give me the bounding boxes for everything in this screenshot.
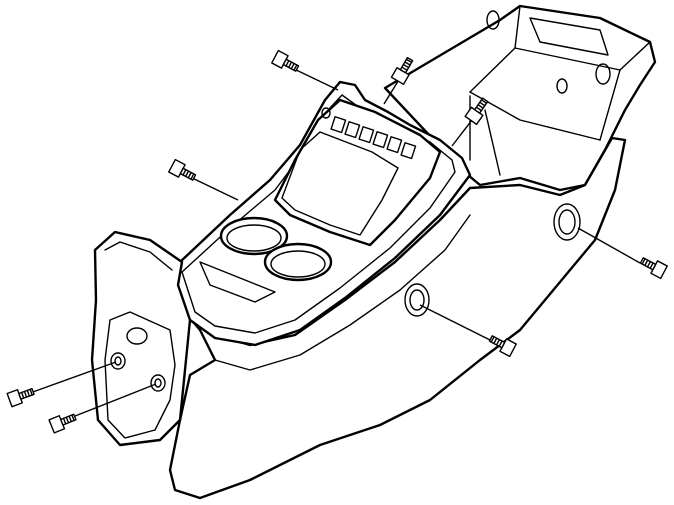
bolt-top-center xyxy=(390,56,414,85)
bolt-bracket-upper xyxy=(6,388,35,408)
control-panel xyxy=(273,98,442,247)
bolt-left-upper xyxy=(168,158,197,181)
rear-storage-bin xyxy=(383,4,657,192)
front-bracket xyxy=(90,230,192,447)
cupholder-right xyxy=(263,242,333,282)
switch-bank xyxy=(321,107,417,160)
cupholders xyxy=(199,216,333,303)
console-body xyxy=(168,136,627,500)
bolt-top-left xyxy=(271,49,300,72)
leader-lines xyxy=(29,67,641,419)
bolt-top-right xyxy=(464,97,489,126)
bolt-bracket-lower xyxy=(48,413,77,434)
bolt-right-side xyxy=(639,257,668,280)
bolt-center-side xyxy=(488,335,517,358)
